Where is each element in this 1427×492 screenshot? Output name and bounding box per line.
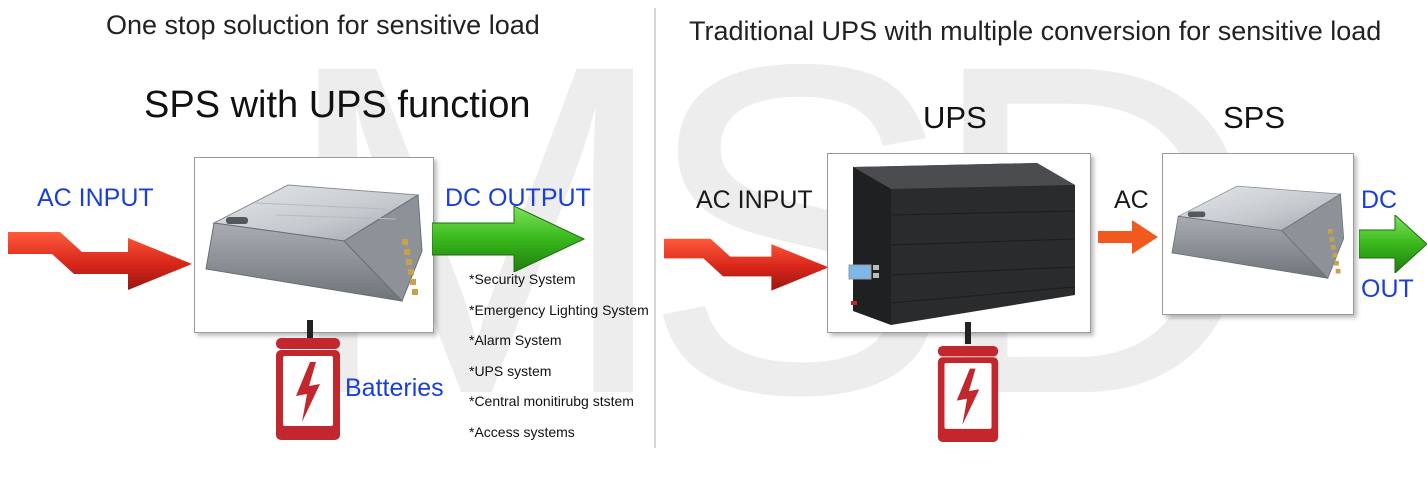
sps-power-supply-image-right xyxy=(1171,185,1345,280)
application-item-emergency-lighting: *Emergency Lighting System xyxy=(469,301,649,318)
battery-icon-right xyxy=(937,346,999,442)
sps-title: SPS with UPS function xyxy=(144,84,531,126)
panel-divider xyxy=(654,8,656,448)
diagram-canvas: One stop soluction for sensitive load SP… xyxy=(8,8,1427,448)
ac-arrow xyxy=(1098,220,1158,254)
application-list: *Security System *Emergency Lighting Sys… xyxy=(469,264,649,447)
sps-power-supply-image xyxy=(205,184,423,302)
ups-unit-image xyxy=(848,163,1076,325)
application-item-security: *Security System xyxy=(469,271,576,287)
application-item-access: *Access systems xyxy=(469,423,575,440)
battery-cable-right xyxy=(965,322,971,344)
dc-label: DC xyxy=(1361,186,1398,214)
out-label: OUT xyxy=(1361,275,1414,303)
left-heading: One stop soluction for sensitive load xyxy=(106,10,540,40)
dc-out-arrow xyxy=(1359,215,1427,273)
ac-label: AC xyxy=(1114,186,1149,214)
right-heading: Traditional UPS with multiple conversion… xyxy=(689,16,1382,46)
battery-cable-left xyxy=(307,320,313,340)
right-ac-input-label: AC INPUT xyxy=(696,186,813,214)
sps-label: SPS xyxy=(1223,100,1286,135)
dc-output-arrow xyxy=(432,206,586,272)
ac-input-arrow-left xyxy=(8,232,192,290)
dc-output-label: DC OUTPUT xyxy=(445,184,591,212)
application-item-ups: *UPS system xyxy=(469,362,552,379)
application-item-alarm: *Alarm System xyxy=(469,332,562,348)
left-ac-input-label: AC INPUT xyxy=(37,184,154,212)
batteries-label: Batteries xyxy=(345,374,444,402)
battery-icon-left xyxy=(276,338,340,440)
ac-input-arrow-right xyxy=(664,238,829,291)
application-item-central-monitoring: *Central monitirubg ststem xyxy=(469,393,634,409)
ups-label: UPS xyxy=(923,100,987,135)
